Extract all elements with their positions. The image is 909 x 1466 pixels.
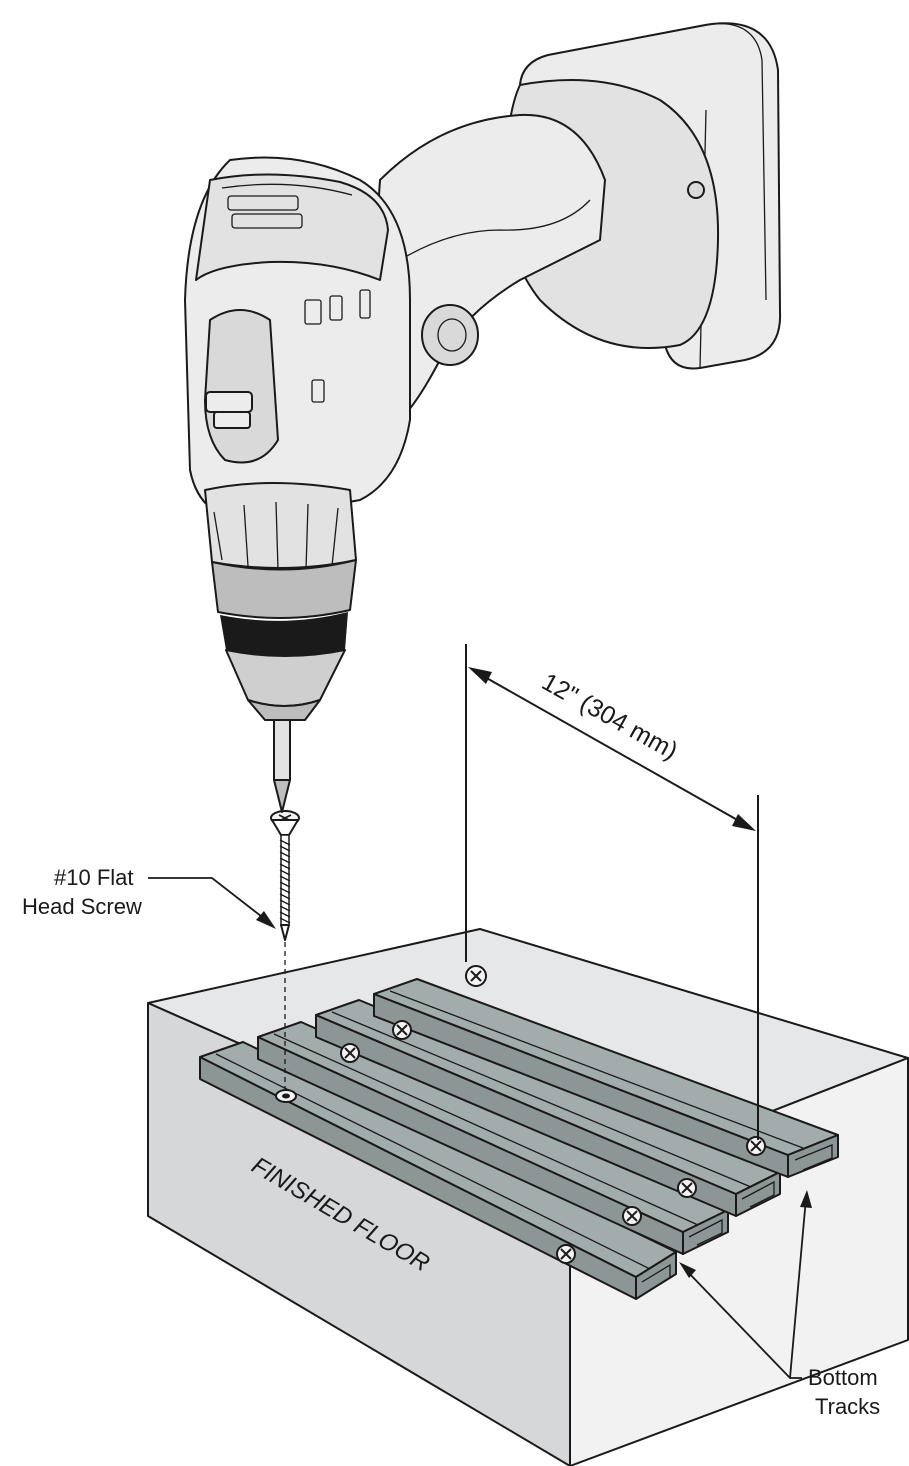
tracks-callout: Bottom Tracks xyxy=(679,1190,880,1419)
screw-head-icon xyxy=(746,1136,766,1156)
arrow-head-icon xyxy=(256,911,276,929)
screw-head-icon xyxy=(677,1178,697,1198)
cordless-drill-icon xyxy=(184,22,782,813)
leader-line xyxy=(789,1197,807,1379)
screw-label-line1: #10 Flat xyxy=(54,865,134,890)
screw-callout: #10 Flat Head Screw xyxy=(22,865,276,929)
flat-head-screw-icon xyxy=(270,810,300,1092)
battery-latch xyxy=(687,181,705,199)
bottom-tracks xyxy=(199,965,839,1300)
vent-grille xyxy=(227,195,371,403)
screw-hole xyxy=(275,1089,297,1103)
tracks-label-line2: Tracks xyxy=(815,1394,880,1419)
screw-label-line2: Head Screw xyxy=(22,894,142,919)
drill-chuck xyxy=(211,559,357,619)
dimension-label: 12" (304 mm) xyxy=(537,668,682,765)
bottom-track xyxy=(373,978,839,1178)
bottom-track xyxy=(315,999,781,1217)
screw-head-icon xyxy=(340,1043,360,1063)
arrow-head-icon xyxy=(732,814,756,831)
installed-screws xyxy=(340,965,766,1264)
direction-switch xyxy=(205,391,253,429)
screw-head-icon xyxy=(465,965,487,987)
screw-head-icon xyxy=(622,1206,642,1226)
dimension-line xyxy=(475,671,749,827)
screw-head-icon xyxy=(392,1020,412,1040)
screw-head-icon xyxy=(556,1244,576,1264)
bottom-track xyxy=(257,1021,729,1255)
arrow-head-icon xyxy=(468,667,492,684)
arrow-head-icon xyxy=(800,1190,812,1208)
tracks-label-line1: Bottom xyxy=(808,1365,878,1390)
leader-line xyxy=(148,877,267,921)
arrow-head-icon xyxy=(679,1262,696,1278)
